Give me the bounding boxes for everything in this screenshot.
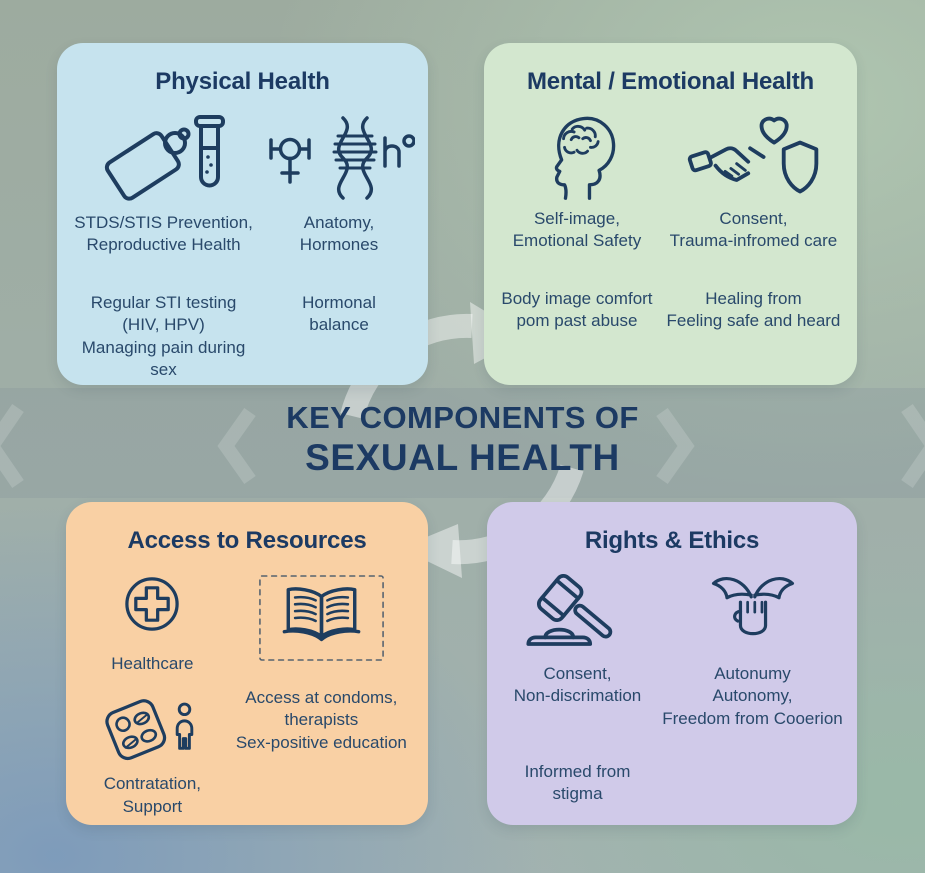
access-right-text: Access at condoms, therapists Sex-positi… bbox=[235, 688, 407, 752]
mental-right-secondary-text: Healing from Feeling safe and heard bbox=[666, 289, 841, 331]
rights-ethics-card: Rights & Ethics Consent, Non-discrimatio… bbox=[487, 502, 857, 825]
rights-left-secondary-text: Informed from stigma bbox=[524, 762, 631, 804]
physical-right-secondary-text: Hormonal balance bbox=[302, 293, 376, 335]
center-background-band bbox=[0, 388, 925, 498]
head-brain-icon bbox=[494, 104, 660, 208]
access-to-resources-card: Access to Resources Healthcare bbox=[66, 502, 428, 825]
mental-health-title: Mental / Emotional Health bbox=[526, 68, 815, 95]
physical-health-card: Physical Health STDS/STIS Prevention, Re… bbox=[57, 43, 428, 385]
gavel-icon bbox=[497, 563, 658, 663]
page-title-line1: KEY COMPONENTS OF bbox=[286, 400, 639, 435]
condom-testtube-icon bbox=[67, 104, 260, 212]
healthcare-label: Healthcare bbox=[111, 654, 194, 673]
physical-health-title: Physical Health bbox=[155, 68, 330, 95]
rights-right-primary-text: Autonumy Autonomy, Freedom from Cooerion bbox=[662, 664, 843, 728]
access-title: Access to Resources bbox=[127, 527, 367, 554]
physical-left-secondary-text: Regular STI testing (HIV, HPV) Managing … bbox=[81, 293, 246, 380]
page-title-line2: SEXUAL HEALTH bbox=[305, 437, 620, 478]
fist-wings-icon bbox=[658, 563, 847, 663]
mental-left-primary-text: Self-image, Emotional Safety bbox=[512, 209, 642, 251]
contraception-support-label: Contratation, Support bbox=[103, 774, 202, 816]
rights-left-primary-text: Consent, Non-discrimation bbox=[513, 664, 642, 706]
rights-title: Rights & Ethics bbox=[584, 527, 760, 554]
mental-right-primary-text: Consent, Trauma-infromed care bbox=[669, 209, 838, 251]
page-title: KEY COMPONENTS OF SEXUAL HEALTH bbox=[0, 400, 925, 479]
mental-emotional-health-card: Mental / Emotional Health Self-image, Em… bbox=[484, 43, 857, 385]
gender-dna-icon bbox=[260, 104, 418, 212]
physical-left-primary-text: STDS/STIS Prevention, Reproductive Healt… bbox=[74, 213, 253, 255]
rights-right-secondary-text bbox=[658, 761, 847, 806]
physical-right-primary-text: Anatomy, Hormones bbox=[299, 213, 379, 255]
pill-pack-person-icon bbox=[87, 689, 217, 767]
open-book-icon bbox=[257, 571, 386, 665]
mental-left-secondary-text: Body image comfort pom past abuse bbox=[501, 289, 653, 331]
healthcare-cross-icon bbox=[118, 561, 186, 647]
handshake-heart-shield-icon bbox=[660, 104, 847, 208]
